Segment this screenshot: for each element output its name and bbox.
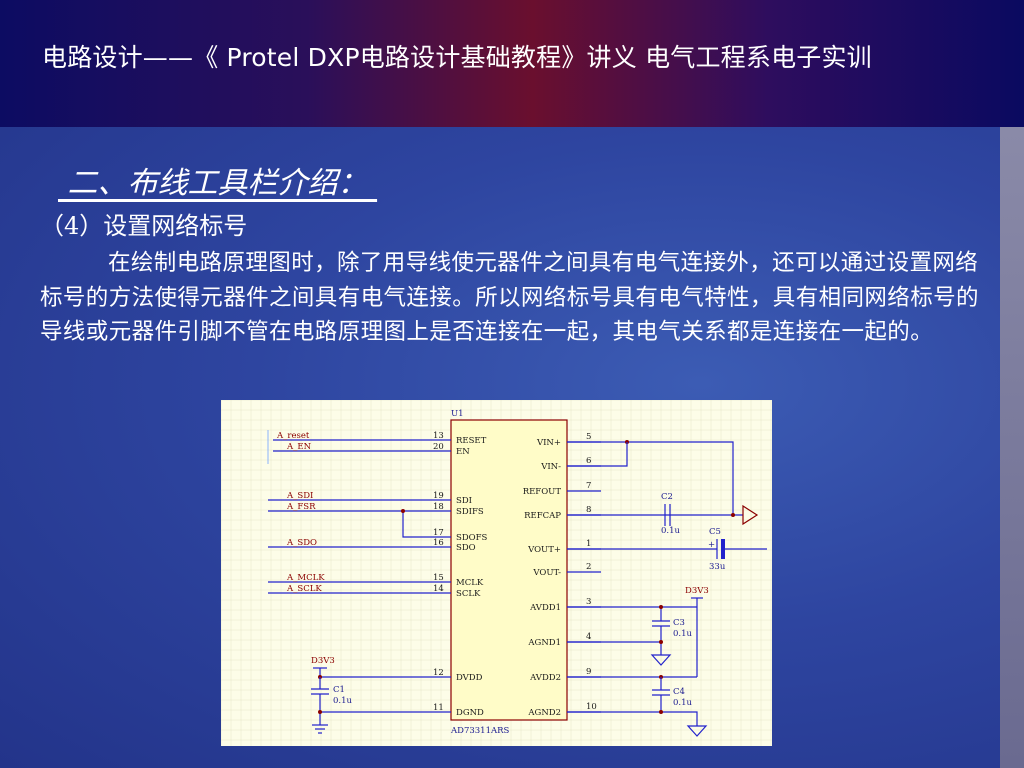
- junction-refcap: [731, 513, 735, 517]
- slide-right-border: [1000, 127, 1024, 768]
- pin-name: VOUT-: [532, 568, 561, 578]
- pin-number: 14: [433, 584, 444, 594]
- pin-name: SDIFS: [456, 507, 484, 517]
- pin-name: DGND: [456, 708, 484, 718]
- signal-port-arrow: [742, 504, 759, 526]
- pin-number: 6: [586, 456, 591, 466]
- c3-value: 0.1u: [673, 629, 693, 639]
- c2-ref: C2: [661, 492, 673, 502]
- junction-fsr: [401, 509, 405, 513]
- wire-dvdd: [319, 668, 451, 678]
- net-label-mclk: A_MCLK: [286, 573, 325, 583]
- pin-number: 18: [433, 502, 444, 512]
- chip-ref: U1: [451, 409, 464, 419]
- pin-number: 7: [586, 481, 591, 491]
- pin-name: VIN+: [536, 438, 561, 448]
- pin-number: 1: [586, 539, 591, 549]
- c4-ref: C4: [673, 687, 685, 697]
- pin-name: SCLK: [456, 589, 481, 599]
- pin-number: 10: [586, 702, 597, 712]
- power-label-analog: D3V3: [685, 586, 709, 596]
- c1-ref: C1: [333, 685, 345, 695]
- header-title: 电路设计——《 Protel DXP电路设计基础教程》讲义 电气工程系电子实训: [42, 43, 872, 72]
- pin-number: 16: [433, 538, 444, 548]
- pin-name: AVDD1: [529, 603, 561, 613]
- pin-name: REFCAP: [524, 511, 561, 521]
- pin-name: REFOUT: [523, 487, 562, 497]
- pin-name: SDOFS: [456, 533, 488, 543]
- pin-name: SDO: [456, 543, 476, 553]
- pin-number: 17: [433, 528, 444, 538]
- pin-number: 4: [586, 632, 591, 642]
- wire-vin-plus: [567, 441, 734, 515]
- wire-agnd2: [567, 711, 698, 726]
- net-label-sdi: A_SDI: [286, 491, 313, 501]
- c4-value: 0.1u: [673, 698, 693, 708]
- section-subheading: （4）设置网络标号: [40, 212, 248, 240]
- pin-name: EN: [456, 447, 470, 457]
- c2-value: 0.1u: [661, 526, 681, 536]
- pin-number: 20: [433, 442, 444, 452]
- pin-name: VOUT+: [527, 545, 561, 555]
- pin-number: 11: [433, 703, 444, 713]
- pin-name: MCLK: [456, 578, 484, 588]
- junction-agnd2: [659, 710, 663, 714]
- pin-number: 9: [586, 667, 591, 677]
- c1-value: 0.1u: [333, 696, 353, 706]
- body-paragraph: 在绘制电路原理图时，除了用导线使元器件之间具有电气连接外，还可以通过设置网络标号…: [40, 250, 979, 345]
- net-label-en: A_EN: [286, 442, 312, 452]
- chip-body: [450, 419, 568, 721]
- ground-symbol-analog-2: [686, 725, 708, 737]
- pin-name: VIN-: [540, 462, 561, 472]
- pin-number: 15: [433, 573, 444, 583]
- pin-name: AGND1: [527, 638, 561, 648]
- net-label-sdo: A_SDO: [286, 538, 317, 548]
- pin-number: 5: [586, 432, 591, 442]
- pin-name: AVDD2: [529, 673, 561, 683]
- c3-ref: C3: [673, 618, 685, 628]
- pin-name: AGND2: [527, 708, 561, 718]
- chip-part: AD73311ARS: [450, 726, 510, 736]
- ground-symbol-analog-1: [650, 654, 672, 666]
- junction-dgnd: [318, 710, 322, 714]
- pin-number: 8: [586, 505, 591, 515]
- wire-sdofs: [402, 511, 451, 538]
- pin-number: 13: [433, 431, 444, 441]
- junction-avdd1: [659, 605, 663, 609]
- c5-value: 33u: [709, 562, 726, 572]
- pin-number: 12: [433, 668, 444, 678]
- wire-vin-minus: [567, 442, 628, 467]
- net-label-fsr: A_FSR: [286, 502, 316, 512]
- pin-name: SDI: [456, 496, 472, 506]
- pin-number: 2: [586, 562, 591, 572]
- c5-plate-right: [721, 539, 725, 559]
- power-label-digital: D3V3: [311, 656, 335, 666]
- slide-header: 电路设计——《 Protel DXP电路设计基础教程》讲义 电气工程系电子实训: [0, 0, 1024, 127]
- pin-name: DVDD: [456, 673, 483, 683]
- pin-number: 3: [586, 597, 591, 607]
- net-label-sclk: A_SCLK: [286, 584, 322, 594]
- net-label-reset: A_reset: [276, 431, 310, 441]
- section-heading: 二、布线工具栏介绍：: [58, 166, 378, 201]
- c5-polarity: +: [708, 540, 715, 550]
- pin-name: RESET: [456, 436, 487, 446]
- junction-agnd1: [659, 640, 663, 644]
- pin-number: 19: [433, 491, 444, 501]
- c5-ref: C5: [709, 527, 721, 537]
